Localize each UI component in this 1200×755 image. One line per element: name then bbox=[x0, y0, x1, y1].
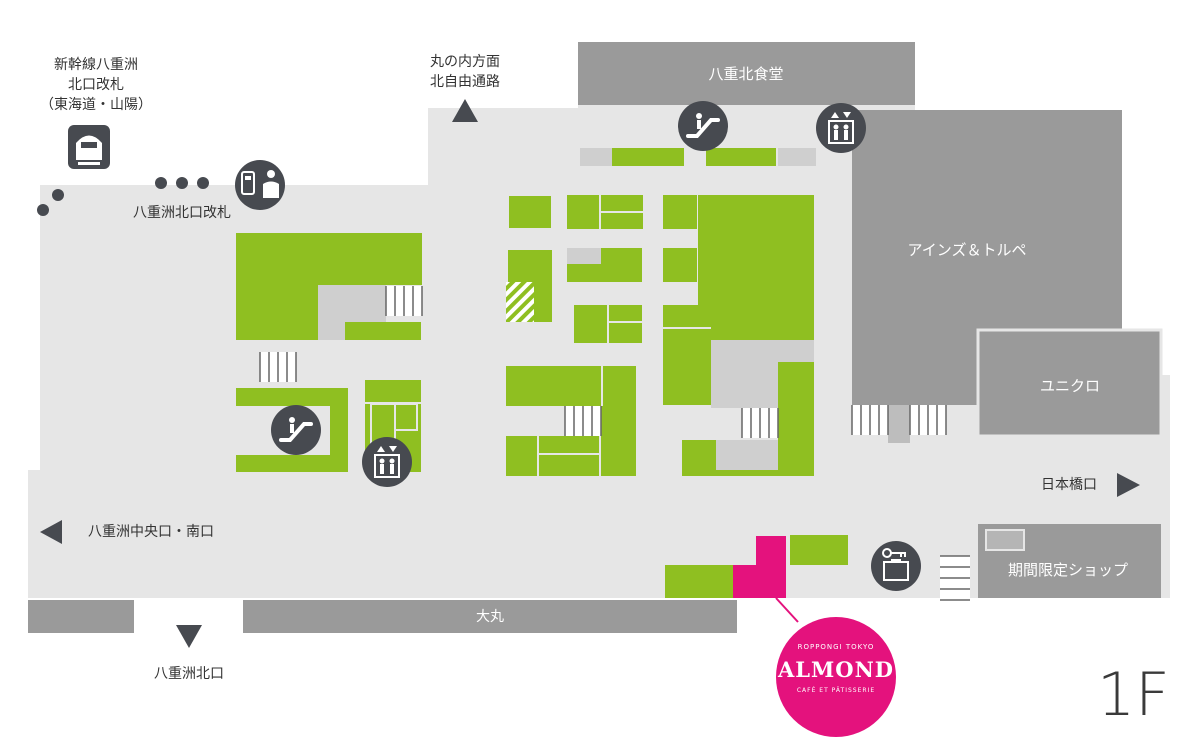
shinkansen-gate-label: 新幹線八重洲 北口改札 （東海道・山陽） bbox=[40, 55, 152, 115]
daimaru-label: 大丸 bbox=[476, 609, 504, 625]
escalator-icon bbox=[271, 405, 321, 455]
north-exit-label: 八重洲北口 bbox=[154, 666, 224, 682]
marunouchi-passage-label: 丸の内方面 北自由通路 bbox=[430, 52, 500, 92]
south-shop-right[interactable] bbox=[790, 535, 848, 565]
almond-logo-badge[interactable]: ROPPONGI TOKYO ALMOND CAFÉ ET PÂTISSERIE bbox=[776, 617, 896, 737]
uniqlo-label: ユニクロ bbox=[1039, 377, 1101, 395]
south-shop-left[interactable] bbox=[665, 565, 733, 598]
marunouchi-passage-line2: 北自由通路 bbox=[430, 74, 500, 90]
shinkansen-gate-line2: 北口改札 bbox=[68, 77, 124, 93]
yaesu-kita-shokudo-label: 八重北食堂 bbox=[708, 65, 784, 83]
west-shop-cluster[interactable] bbox=[236, 233, 423, 472]
elevator-icon bbox=[362, 437, 412, 487]
limited-shop-label: 期間限定ショップ bbox=[1007, 561, 1129, 579]
limited-shop-inner bbox=[985, 529, 1025, 551]
lower-right-stairs bbox=[940, 555, 970, 601]
yaesu-kita-shokudo-block[interactable] bbox=[578, 42, 915, 105]
arrow-down-north-exit bbox=[176, 625, 202, 648]
west-strip bbox=[28, 600, 134, 633]
floor-label: 1F bbox=[1097, 660, 1170, 730]
almond-leader-line bbox=[775, 597, 799, 623]
nihonbashi-exit-label: 日本橋口 bbox=[1041, 477, 1097, 493]
shinkansen-gate-line1: 新幹線八重洲 bbox=[54, 57, 138, 73]
north-shop-strip bbox=[580, 148, 816, 166]
shinkansen-icon bbox=[68, 125, 110, 169]
arrow-left-central bbox=[40, 520, 62, 544]
marunouchi-passage-line1: 丸の内方面 bbox=[430, 54, 500, 70]
shinkansen-gate-line3: （東海道・山陽） bbox=[40, 97, 152, 113]
north-gate-label: 八重洲北口改札 bbox=[133, 205, 231, 221]
locker-icon bbox=[871, 541, 921, 591]
almond-brand-top: ROPPONGI TOKYO bbox=[797, 643, 875, 651]
daimaru-block[interactable] bbox=[243, 600, 737, 633]
almond-shop[interactable] bbox=[733, 536, 786, 598]
east-gate-grey bbox=[888, 405, 910, 443]
ainz-tulpe-label: アインズ＆トルペ bbox=[907, 241, 1027, 259]
central-shop-cluster[interactable] bbox=[506, 194, 814, 476]
arrow-up-marunouchi bbox=[452, 99, 478, 122]
escalator-icon bbox=[678, 101, 728, 151]
uniqlo-block[interactable] bbox=[976, 328, 1163, 438]
arrow-right-nihonbashi bbox=[1117, 473, 1140, 497]
almond-brand-name: ALMOND bbox=[777, 657, 894, 682]
almond-brand-sub: CAFÉ ET PÂTISSERIE bbox=[796, 687, 876, 694]
elevator-icon bbox=[816, 103, 866, 153]
ticket-gate-icon bbox=[235, 160, 285, 210]
central-south-exit-label: 八重洲中央口・南口 bbox=[88, 524, 214, 540]
entrance-dots bbox=[37, 177, 209, 216]
